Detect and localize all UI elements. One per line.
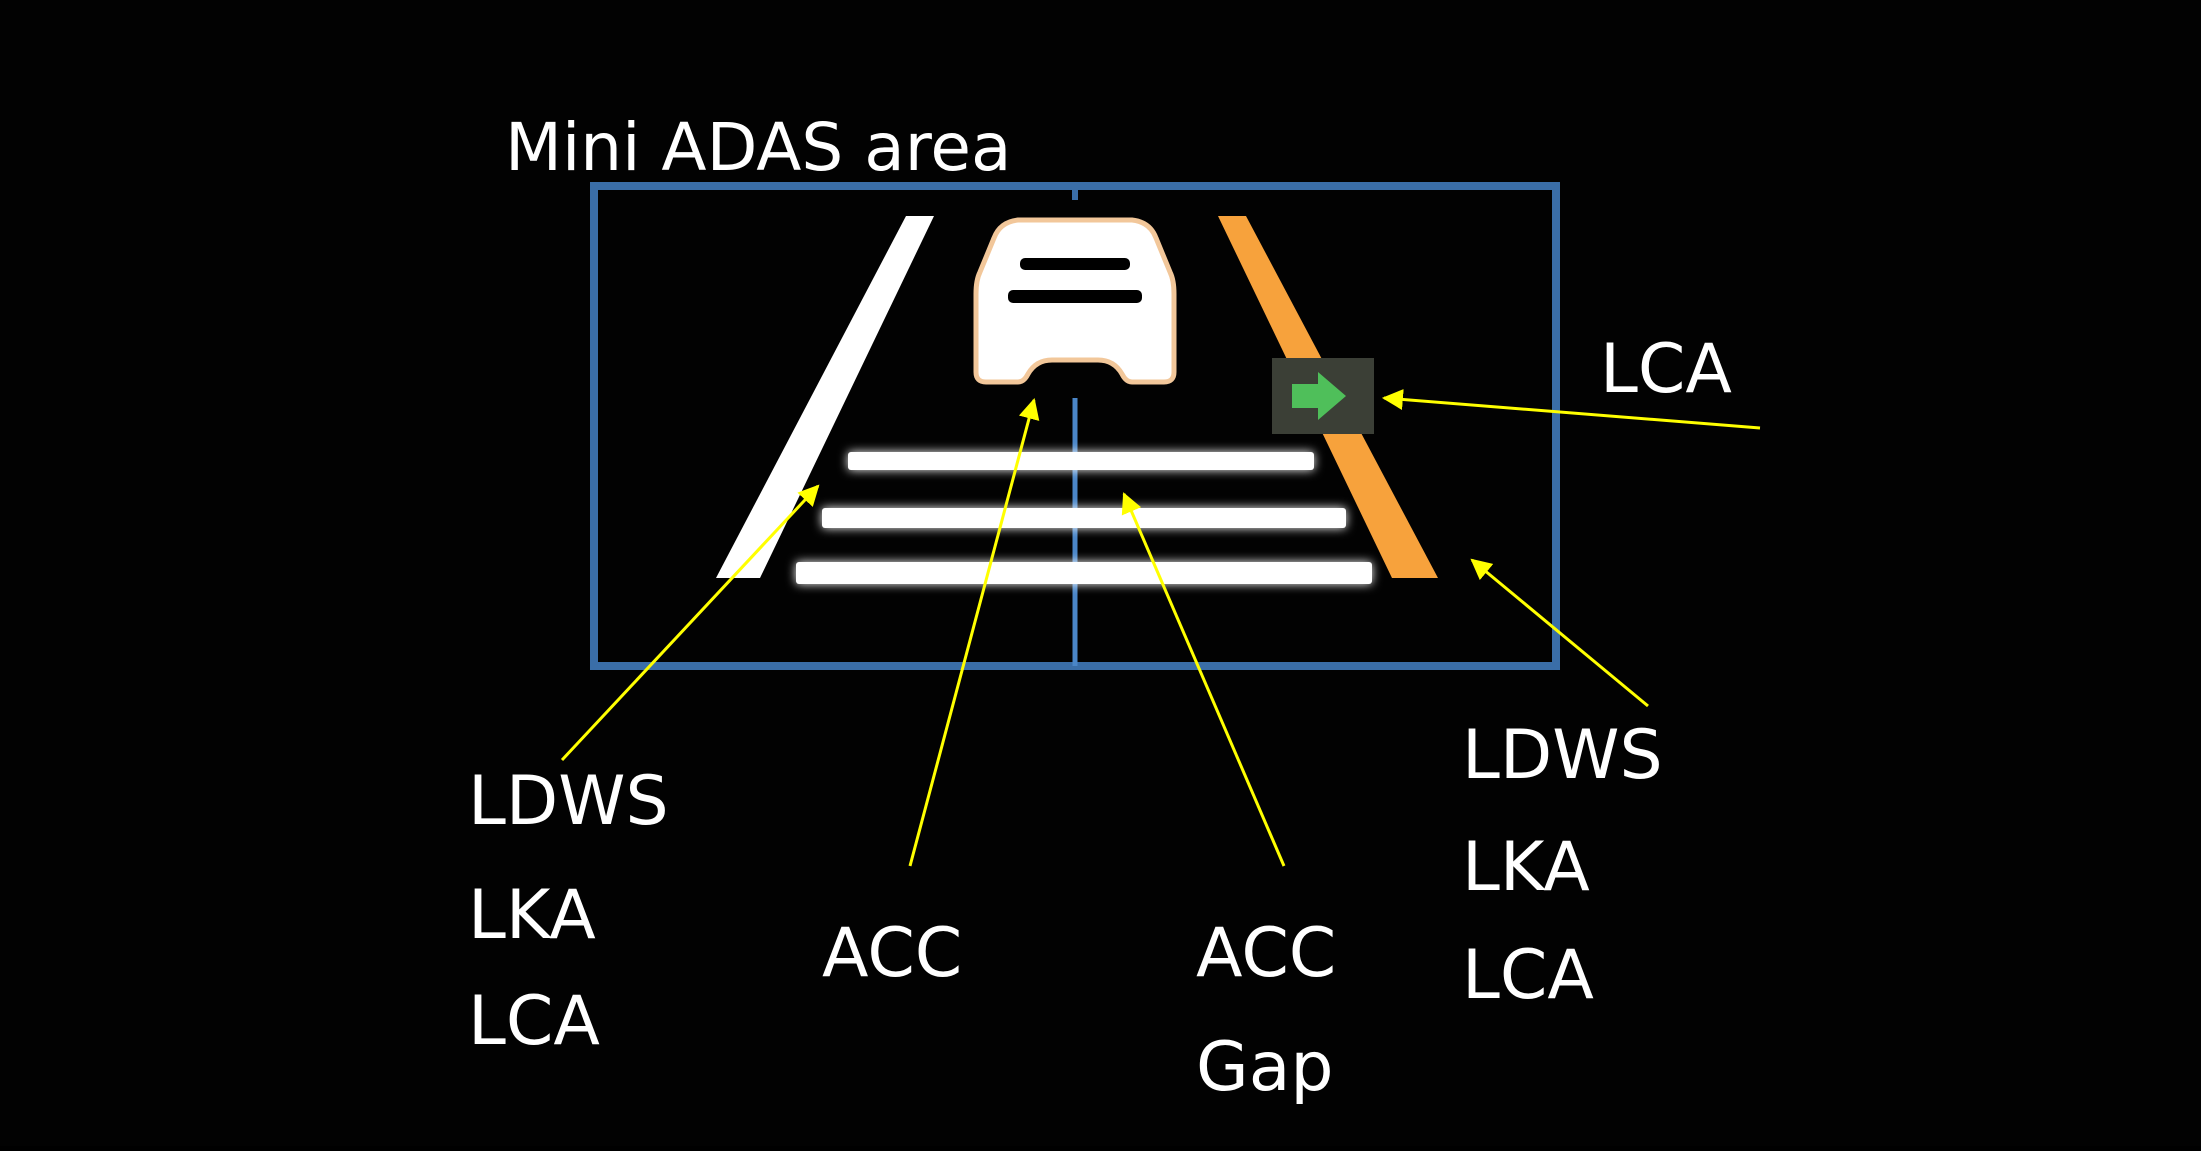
- arrow-right-icon: [1272, 358, 1374, 434]
- mini-adas-title: Mini ADAS area: [505, 109, 1011, 186]
- arrow-lead-vehicle: [908, 397, 1040, 867]
- callout-arrows: [560, 389, 1761, 867]
- label-right-lka: LKA: [1462, 828, 1590, 907]
- label-lca-indicator: LCA: [1600, 330, 1732, 409]
- label-acc-gap-gap: Gap: [1196, 1028, 1334, 1107]
- arrow-left-lane: [560, 484, 820, 762]
- car-rear-icon: [973, 217, 1177, 385]
- label-left-lka: LKA: [468, 876, 596, 955]
- label-left-ldws: LDWS: [468, 762, 669, 841]
- arrow-gap-bars: [1121, 492, 1286, 867]
- label-acc: ACC: [822, 914, 962, 993]
- left-lane-line: [716, 216, 934, 578]
- arrow-right-lane: [1470, 558, 1649, 708]
- gap-bar-3: [796, 562, 1372, 584]
- gap-bar-2: [822, 508, 1346, 528]
- label-right-ldws: LDWS: [1462, 716, 1663, 795]
- gap-bar-1: [848, 452, 1314, 470]
- acc-gap-bars: [796, 452, 1372, 584]
- label-acc-gap-acc: ACC: [1196, 914, 1336, 993]
- label-left-lca: LCA: [468, 982, 600, 1061]
- arrow-lane-change: [1381, 389, 1761, 430]
- label-right-lca: LCA: [1462, 936, 1594, 1015]
